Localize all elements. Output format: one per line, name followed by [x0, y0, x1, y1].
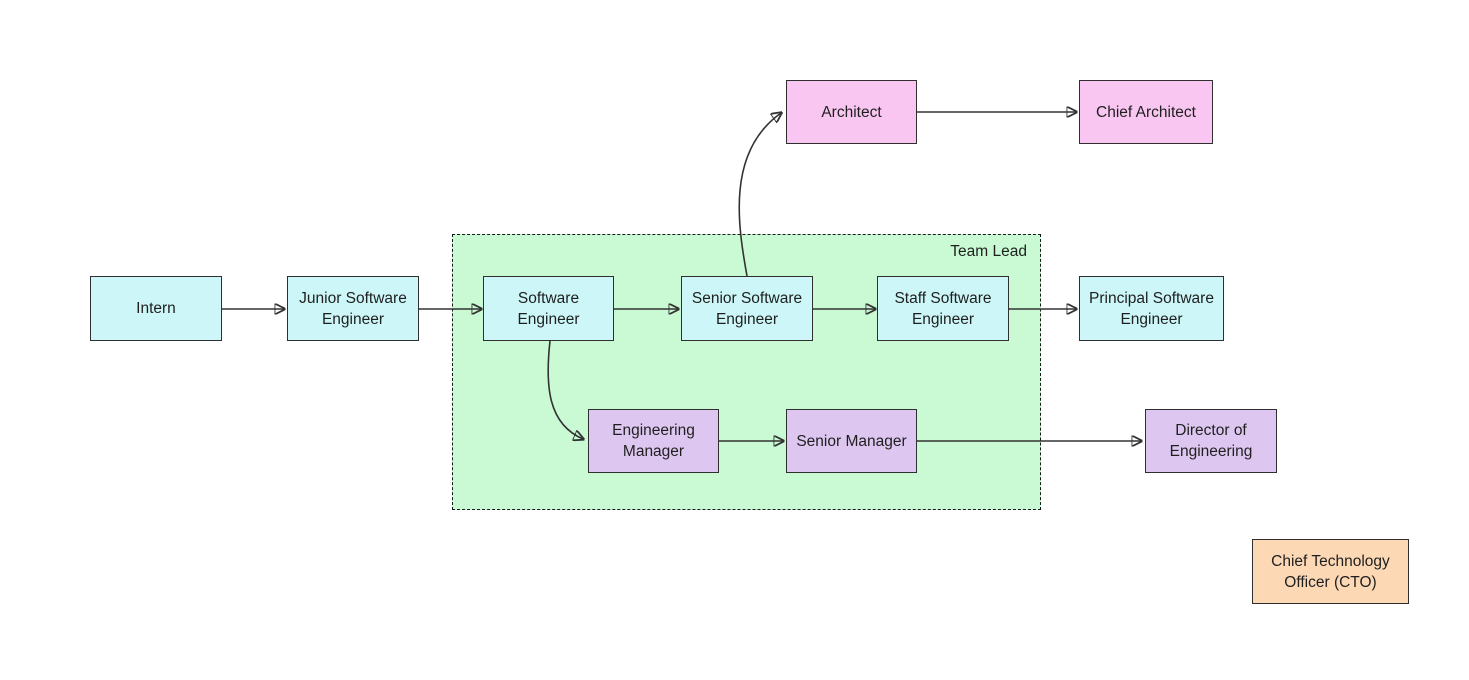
node-architect: Architect	[786, 80, 917, 144]
node-chief-architect-label: Chief Architect	[1096, 103, 1196, 121]
node-cto: Chief Technology Officer (CTO)	[1252, 539, 1409, 604]
node-junior-software-engineer-label: Junior Software Engineer	[299, 289, 407, 328]
node-engineering-manager: Engineering Manager	[588, 409, 719, 473]
node-director-of-engineering-label: Director of Engineering	[1169, 422, 1253, 460]
node-staff-software-engineer: Staff Software Engineer	[877, 276, 1009, 341]
node-architect-label: Architect	[821, 103, 882, 121]
node-software-engineer: Software Engineer	[483, 276, 614, 341]
node-senior-software-engineer: Senior Software Engineer	[681, 276, 813, 341]
node-senior-software-engineer-label: Senior Software Engineer	[691, 289, 803, 328]
node-principal-software-engineer-label: Principal Software Engineer	[1089, 289, 1214, 328]
node-intern-label: Intern	[136, 300, 176, 317]
node-senior-manager-label: Senior Manager	[796, 432, 907, 450]
node-director-of-engineering: Director of Engineering	[1145, 409, 1277, 473]
node-engineering-manager-label: Engineering Manager	[612, 422, 695, 460]
node-junior-software-engineer: Junior Software Engineer	[287, 276, 419, 341]
node-cto-label: Chief Technology Officer (CTO)	[1271, 552, 1390, 591]
node-senior-manager: Senior Manager	[786, 409, 917, 473]
node-principal-software-engineer: Principal Software Engineer	[1079, 276, 1224, 341]
node-intern: Intern	[90, 276, 222, 341]
team-lead-group-label: Team Lead	[950, 243, 1027, 260]
node-chief-architect: Chief Architect	[1079, 80, 1213, 144]
node-software-engineer-label: Software Engineer	[517, 289, 580, 328]
node-staff-software-engineer-label: Staff Software Engineer	[894, 289, 992, 328]
